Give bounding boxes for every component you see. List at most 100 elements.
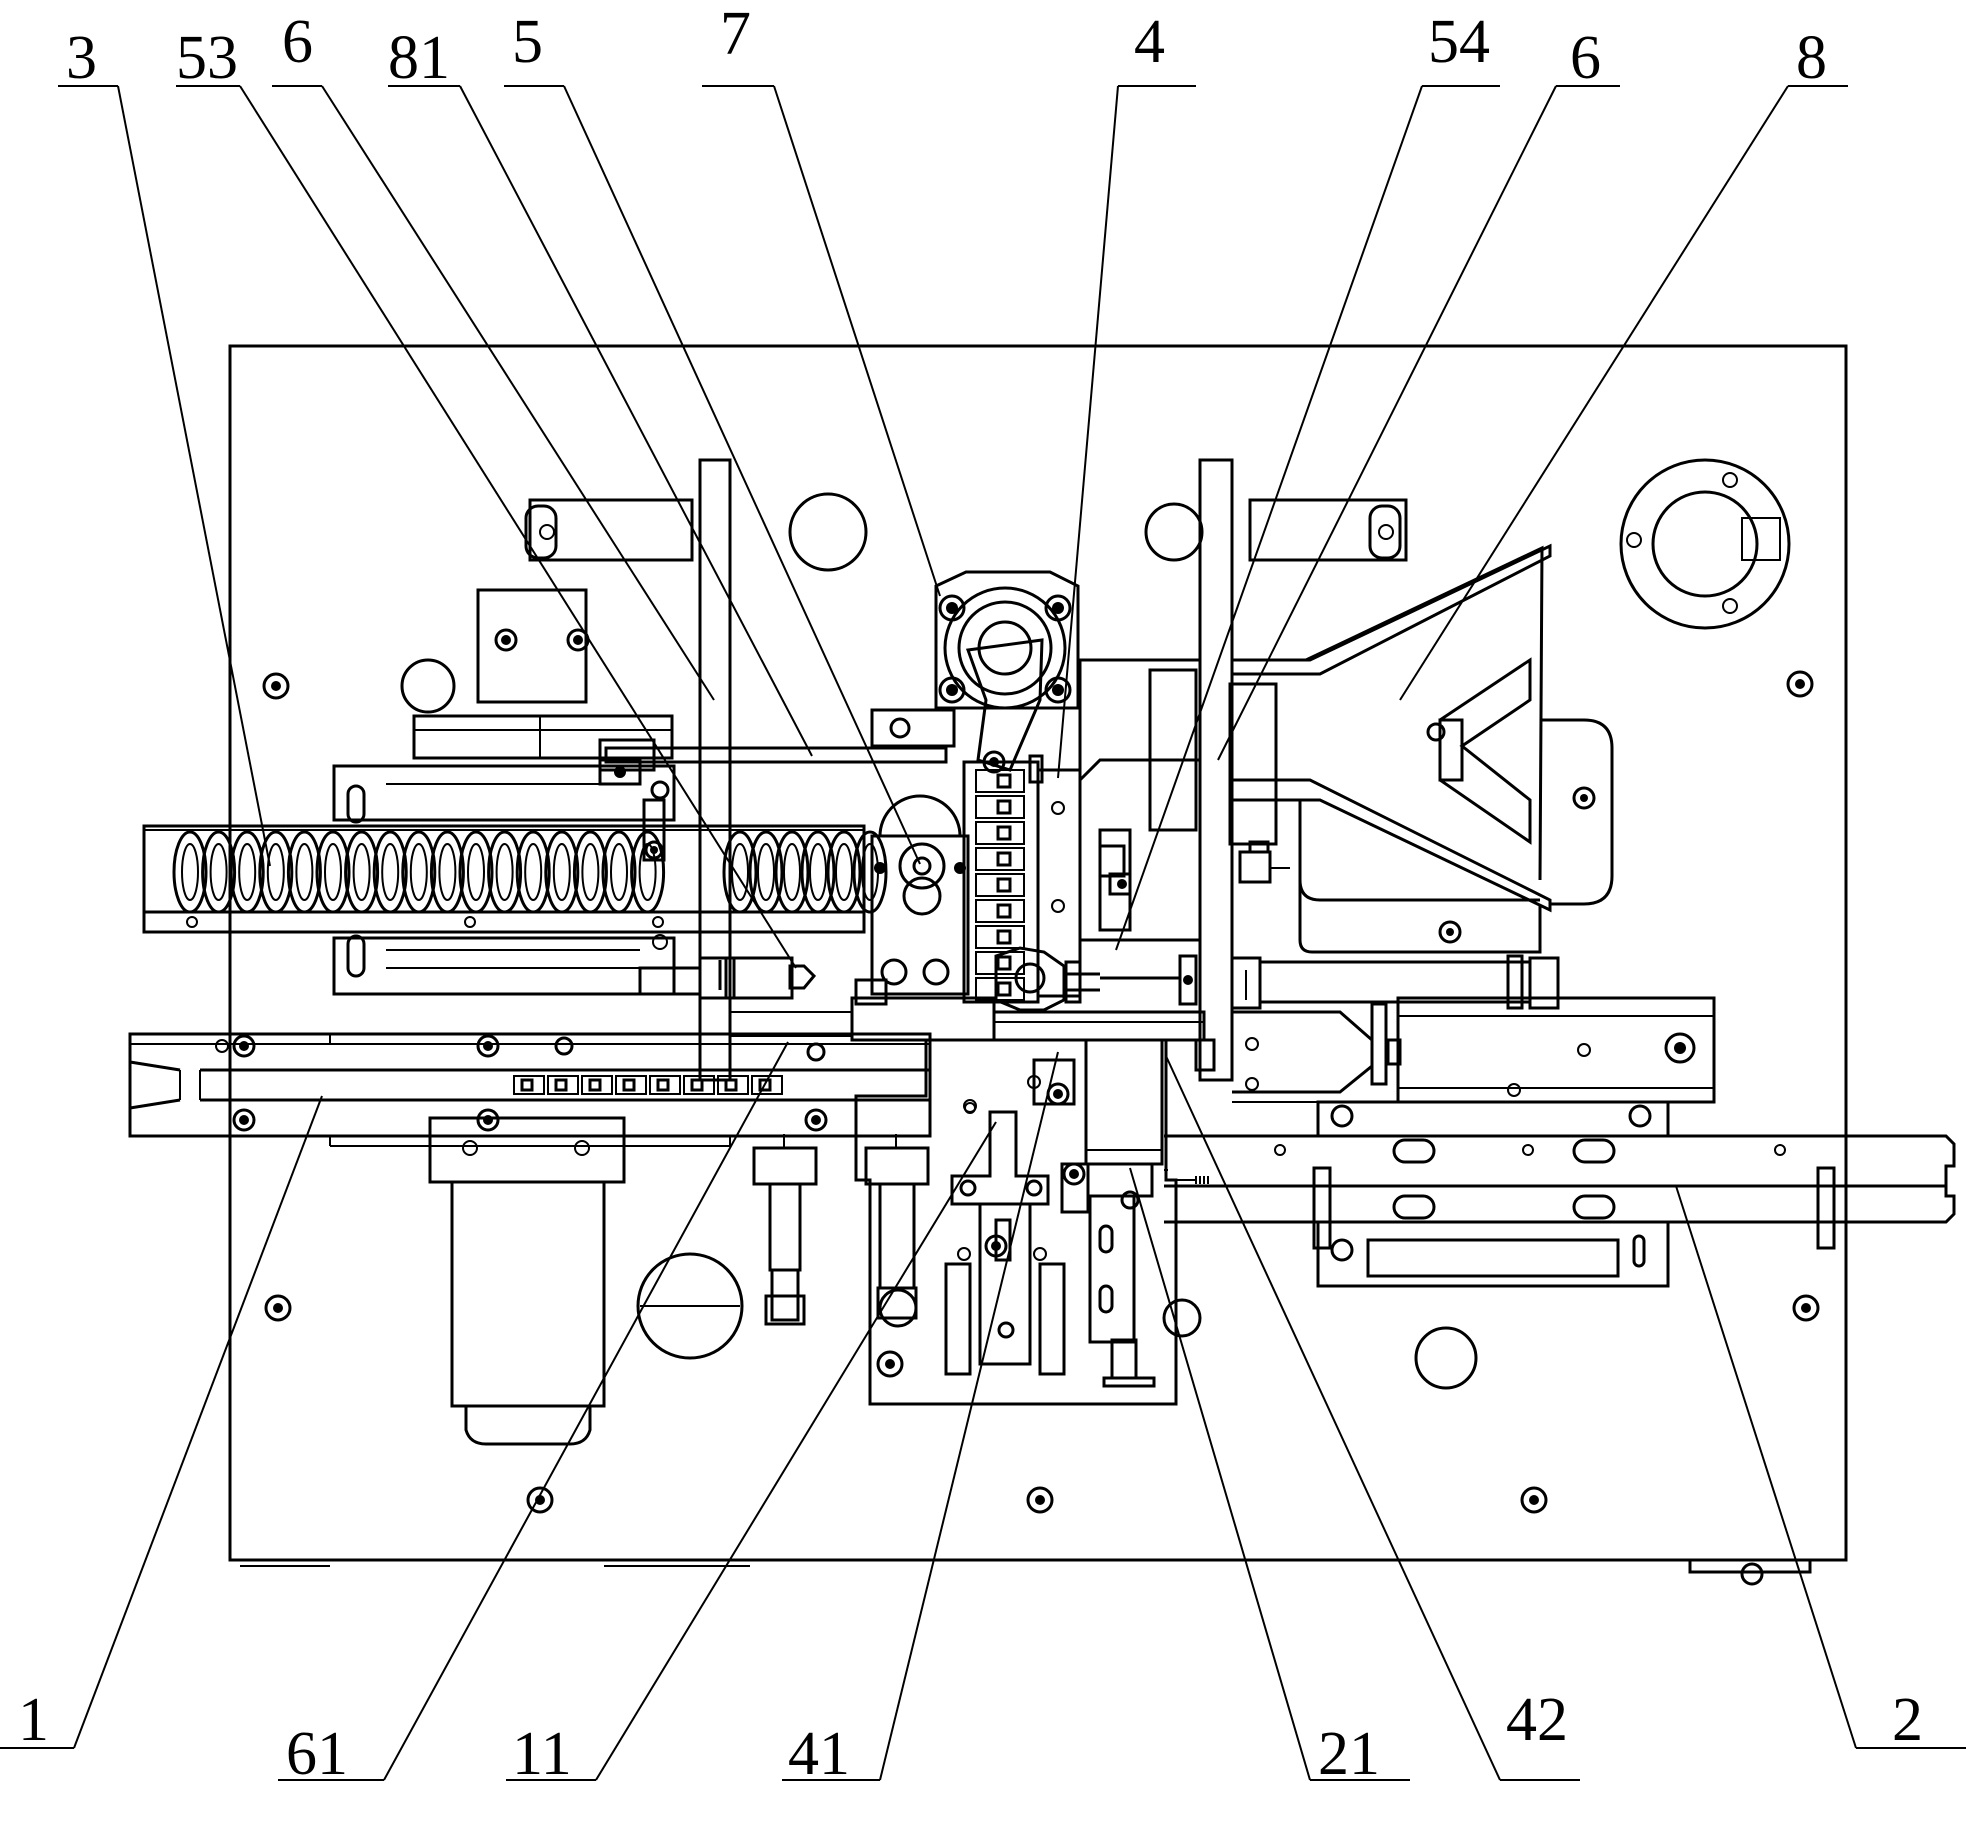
ring-inner <box>266 843 285 901</box>
ring <box>487 830 523 914</box>
ring-inner <box>731 843 749 901</box>
ring-inner <box>181 843 199 901</box>
ring-inner <box>835 843 853 901</box>
chain-link <box>975 769 1025 793</box>
chain-pin <box>996 981 1012 997</box>
cylinder-upper-left <box>332 714 676 824</box>
ring <box>315 830 351 914</box>
workpiece-rings <box>172 830 888 914</box>
label-7: 7 <box>720 0 751 68</box>
ring-inner <box>524 843 543 901</box>
label-41: 41 <box>788 1720 850 1788</box>
conveyor-pin <box>690 1078 704 1092</box>
conveyor-pin <box>554 1078 568 1092</box>
chain-link <box>975 847 1025 871</box>
cylinder-right <box>1230 954 1560 1010</box>
conveyor-pin <box>656 1078 670 1092</box>
chain-pin <box>996 799 1012 815</box>
conveyor-link <box>717 1075 749 1095</box>
ring-inner <box>295 843 314 901</box>
ring-inner <box>610 843 628 901</box>
ring <box>458 830 494 914</box>
conveyor-pin <box>588 1078 602 1092</box>
conveyor-link <box>615 1075 647 1095</box>
conveyor-link <box>581 1075 613 1095</box>
cam-block <box>854 708 970 1006</box>
ring <box>401 830 437 914</box>
ring <box>286 830 322 914</box>
chain-link <box>975 873 1025 897</box>
ring-inner <box>581 843 600 901</box>
conveyor-left <box>128 1032 932 1147</box>
ring <box>372 830 408 914</box>
label-4: 4 <box>1134 8 1165 76</box>
ring-inner <box>409 843 428 901</box>
ring <box>852 830 888 914</box>
chain-pin <box>996 773 1012 789</box>
ring <box>722 830 758 914</box>
ring <box>774 830 810 914</box>
leader-lines <box>0 85 1966 1781</box>
plate-holes <box>400 492 1478 1390</box>
cylinder-lower-left <box>332 934 817 1000</box>
conveyor-pin <box>758 1078 772 1092</box>
chain-pin <box>996 955 1012 971</box>
hopper-pin <box>1238 840 1290 884</box>
ring <box>515 830 551 914</box>
main-beam <box>730 996 1206 1042</box>
label-81: 81 <box>388 24 450 92</box>
chain-pin <box>996 877 1012 893</box>
chain-pin <box>996 825 1012 841</box>
ring <box>344 830 380 914</box>
ring-inner <box>238 843 257 901</box>
rod-81 <box>604 746 948 764</box>
motor-left <box>428 588 626 1446</box>
track-pusher <box>598 758 670 862</box>
hopper-base <box>1078 658 1278 942</box>
ring <box>258 830 294 914</box>
label-8: 8 <box>1796 24 1827 92</box>
coupling-54 <box>994 946 1198 1012</box>
ring-inner <box>209 843 228 901</box>
ring <box>601 830 637 914</box>
ring <box>201 830 237 914</box>
flange-top-right <box>1619 458 1791 630</box>
cylinders-lower <box>752 1134 930 1326</box>
conveyor-link <box>751 1075 783 1095</box>
conveyor-chain <box>513 1075 783 1095</box>
top-bracket-right <box>1248 498 1408 562</box>
conveyor-link <box>683 1075 715 1095</box>
chain-link <box>975 899 1025 923</box>
conveyor-pin <box>520 1078 534 1092</box>
ring-inner <box>324 843 342 901</box>
ring-inner <box>809 843 827 901</box>
chain-link <box>975 925 1025 949</box>
label-61: 61 <box>286 1720 348 1788</box>
conveyor-left-screws <box>215 1034 828 1132</box>
callout-labels: 3 53 6 81 5 7 4 54 6 8 1 61 11 41 21 42 … <box>18 0 1923 1788</box>
chain-link <box>975 821 1025 845</box>
gear-housing <box>934 570 1080 774</box>
label-3: 3 <box>66 24 97 92</box>
label-1: 1 <box>18 1686 49 1754</box>
conveyor-link <box>547 1075 579 1095</box>
label-42: 42 <box>1506 1686 1568 1754</box>
ring-inner <box>552 843 571 901</box>
ring <box>800 830 836 914</box>
ring <box>630 830 666 914</box>
ring-inner <box>757 843 775 901</box>
label-11: 11 <box>512 1720 572 1788</box>
ring-inner <box>381 843 400 901</box>
label-21: 21 <box>1318 1720 1380 1788</box>
chain-link <box>975 951 1025 975</box>
slide-table-right <box>1232 996 1716 1104</box>
conveyor-right <box>1164 1100 1956 1288</box>
chain-link <box>975 795 1025 819</box>
label-2: 2 <box>1892 1686 1923 1754</box>
label-6-right: 6 <box>1570 24 1601 92</box>
conveyor-link <box>513 1075 545 1095</box>
ring <box>172 830 208 914</box>
ring <box>229 830 265 914</box>
ring <box>544 830 580 914</box>
